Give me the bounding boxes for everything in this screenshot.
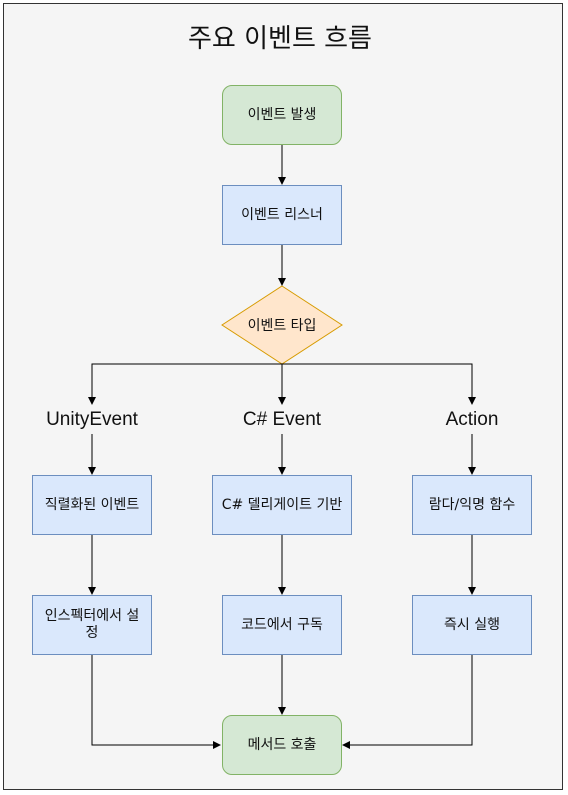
node-delegate-based: C# 델리게이트 기반 bbox=[212, 475, 352, 535]
branch-label-unityevent: UnityEvent bbox=[46, 409, 138, 430]
branch-label-csharp-event: C# Event bbox=[242, 409, 322, 430]
node-serialized-event: 직렬화된 이벤트 bbox=[32, 475, 152, 535]
node-method-call: 메서드 호출 bbox=[222, 715, 342, 775]
node-code-subscribe: 코드에서 구독 bbox=[222, 595, 342, 655]
node-inspector-setup: 인스펙터에서 설정 bbox=[32, 595, 152, 655]
node-event-listener: 이벤트 리스너 bbox=[222, 185, 342, 245]
node-event-type-label: 이벤트 타입 bbox=[247, 318, 317, 334]
diagram-title: 주요 이벤트 흐름 bbox=[188, 24, 372, 54]
edge-immediate-call bbox=[342, 655, 473, 749]
edge-type-unity bbox=[88, 363, 282, 405]
node-event-start: 이벤트 발생 bbox=[222, 85, 342, 145]
node-immediate-exec: 즉시 실행 bbox=[412, 595, 532, 655]
edge-inspector-call bbox=[91, 655, 221, 749]
node-lambda-function: 람다/익명 함수 bbox=[412, 475, 532, 535]
branch-label-action: Action bbox=[445, 409, 499, 430]
edge-type-action bbox=[282, 363, 476, 405]
